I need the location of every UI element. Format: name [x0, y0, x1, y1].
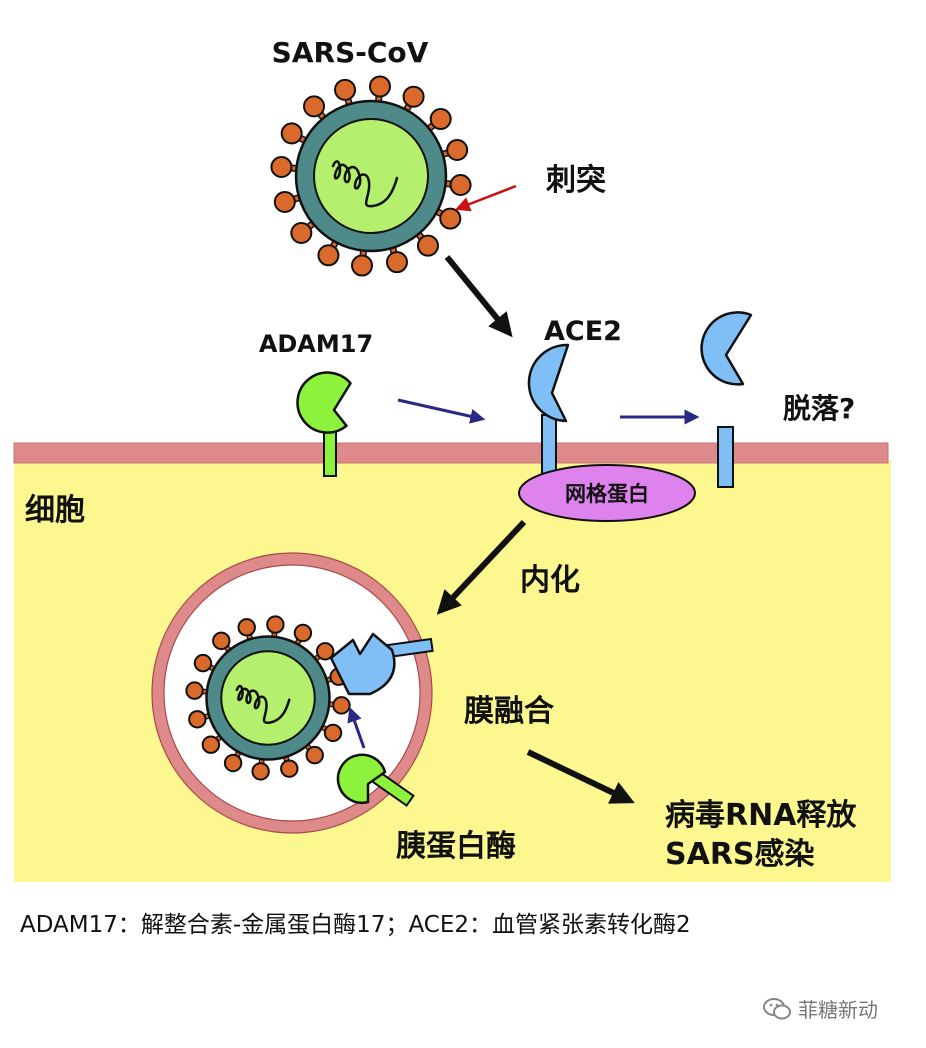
shedding-label: 脱落? [783, 392, 855, 425]
trypsin-arrow [347, 706, 366, 749]
spike-protein [185, 681, 204, 700]
spike-protein [323, 723, 343, 743]
spike-protein [446, 139, 469, 162]
spike-protein [439, 207, 462, 230]
trypsin-label: 胰蛋白酶 [396, 829, 516, 864]
internalization-arrow [436, 519, 527, 615]
spike-protein [290, 221, 313, 244]
cleavage-arrow [397, 398, 486, 424]
spike-protein [201, 735, 221, 754]
binding-arrow [444, 255, 513, 338]
spike-protein [293, 623, 313, 643]
viral-rna [331, 160, 399, 208]
spike-protein [303, 95, 326, 118]
spike-protein [223, 753, 243, 773]
adam17-enzyme [296, 371, 352, 477]
spike-protein [237, 618, 256, 637]
watermark: 菲糖新动 [762, 994, 878, 1023]
internalized-virus [185, 615, 351, 781]
adam17-label: ADAM17 [259, 330, 373, 358]
virus-label: SARS-CoV [272, 36, 429, 69]
spike-protein [429, 108, 452, 131]
cell-label: 细胞 [25, 493, 85, 528]
release-arrow [526, 749, 635, 804]
watermark-text: 菲糖新动 [798, 998, 878, 1022]
sars-cov-virus [270, 75, 472, 277]
release-label-line2: SARS感染 [665, 837, 815, 872]
spike-protein [305, 745, 324, 765]
cell-membrane [13, 442, 889, 464]
spike-protein [188, 710, 207, 729]
spike-protein [402, 85, 425, 108]
clathrin-ellipse [518, 464, 696, 522]
spike-protein [317, 244, 340, 267]
endosome-ace2 [329, 632, 434, 696]
spike-protein [251, 762, 270, 781]
spike-protein [273, 190, 296, 213]
viral-core [220, 650, 316, 746]
spike-protein [416, 234, 439, 257]
spike-protein [449, 173, 472, 196]
spike-protein [280, 759, 299, 778]
spike-protein [315, 642, 335, 661]
wechat-icon [763, 997, 791, 1019]
spike-protein [266, 615, 285, 634]
spike-protein [351, 254, 374, 277]
spike-protein [212, 631, 231, 651]
viral-rna [235, 684, 291, 724]
spike-protein [334, 78, 357, 101]
spike-protein [193, 653, 213, 673]
spike-protein [385, 251, 408, 274]
spike-label: 刺突 [546, 163, 606, 198]
spike-protein [280, 122, 303, 145]
spike-protein [270, 156, 293, 179]
trypsin-enzyme [336, 753, 415, 807]
figure-caption: ADAM17：解整合素-金属蛋白酶17；ACE2：血管紧张素转化酶2 [20, 912, 691, 938]
spike-protein [332, 696, 351, 715]
spike-arrow [455, 184, 517, 212]
clathrin-label: 网格蛋白 [565, 482, 649, 506]
shed-ace2 [700, 311, 753, 488]
ace2-label: ACE2 [544, 316, 622, 347]
ace2-receptor [527, 343, 570, 478]
membrane-fusion-label: 膜融合 [464, 694, 554, 729]
viral-core [313, 118, 429, 234]
spike-protein [368, 75, 391, 98]
internalization-label: 内化 [520, 563, 580, 598]
release-label-line1: 病毒RNA释放 [665, 798, 857, 833]
